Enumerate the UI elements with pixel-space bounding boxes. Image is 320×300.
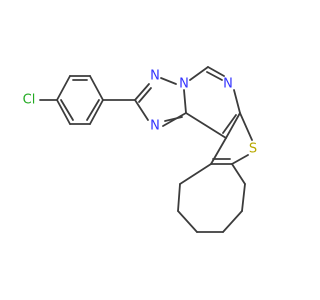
bond [231,154,249,165]
bond [210,137,227,165]
bond [185,112,227,139]
bond [183,89,187,114]
bond [239,112,253,141]
bond [241,183,246,212]
bond [207,66,225,77]
bond [89,75,104,101]
bond [134,99,149,121]
bond [189,66,209,81]
bond [179,163,212,185]
bond [56,99,71,125]
bond [134,83,150,101]
bond [231,163,246,185]
bond [138,87,152,103]
nitrogen-atom-label-triazole-top: N [150,69,160,84]
bond [206,71,223,81]
bond [177,210,198,233]
bond [222,114,237,134]
molecule-canvas: Cl N N N N S [23,66,257,233]
bond [225,112,241,139]
bond [86,99,100,121]
bond [89,99,104,125]
bond [56,75,71,101]
bond [160,77,177,85]
bonds [39,66,253,233]
nitrogen-atom-label-triazole-bridge: N [179,77,189,92]
bond [60,99,74,121]
bond [233,89,241,114]
bond [177,183,181,212]
atom-labels: Cl N N N N S [23,69,257,157]
bond [222,210,243,233]
nitrogen-atom-label-triazole-bottom: N [150,119,160,134]
nitrogen-atom-label-pyrimidine: N [223,77,233,92]
sulfur-atom-label: S [249,142,257,157]
chlorine-atom-label: Cl [23,93,36,108]
bond [164,116,183,122]
